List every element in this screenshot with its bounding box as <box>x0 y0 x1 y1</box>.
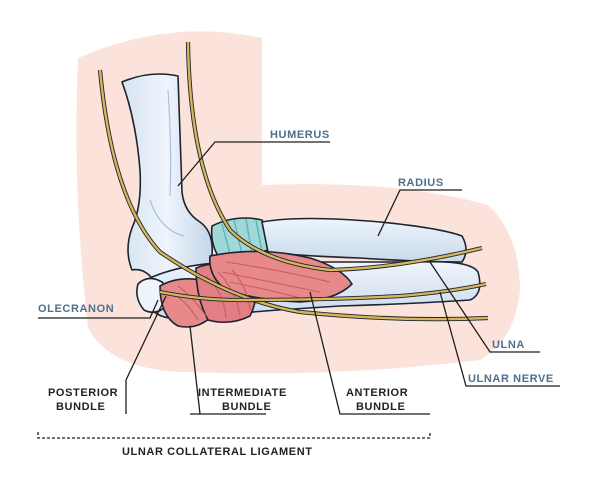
humerus-shading <box>149 89 185 237</box>
anterior-bundle-leader <box>309 291 430 415</box>
humerus-leader <box>177 141 330 187</box>
label-ulnar-collateral-ligament: ULNAR COLLATERAL LIGAMENT <box>122 446 313 458</box>
radius-leader <box>377 189 462 237</box>
label-anterior-bundle-2: BUNDLE <box>356 401 405 413</box>
label-anterior-bundle-1: ANTERIOR <box>346 387 408 399</box>
label-posterior-bundle-1: POSTERIOR <box>48 387 118 399</box>
label-radius: RADIUS <box>398 177 444 189</box>
ulnar-nerve-core <box>159 282 487 302</box>
posterior-bundle-leader <box>125 295 167 414</box>
label-posterior-bundle-2: BUNDLE <box>56 401 105 413</box>
ucl-bracket <box>37 432 431 439</box>
label-intermediate-bundle-2: BUNDLE <box>222 401 271 413</box>
label-ulna: ULNA <box>492 339 525 351</box>
label-ulnar-nerve: ULNAR NERVE <box>468 373 554 385</box>
nerve-left-core <box>98 69 489 321</box>
label-humerus: HUMERUS <box>270 129 330 141</box>
ulnar-nerve-leader <box>439 291 560 387</box>
intermediate-bundle-leader <box>189 325 266 415</box>
label-intermediate-bundle-1: INTERMEDIATE <box>198 387 287 399</box>
olecranon-leader <box>38 299 159 319</box>
ulna-leader <box>429 261 540 353</box>
label-olecranon: OLECRANON <box>38 303 114 315</box>
nerve-middle-core <box>186 41 483 272</box>
